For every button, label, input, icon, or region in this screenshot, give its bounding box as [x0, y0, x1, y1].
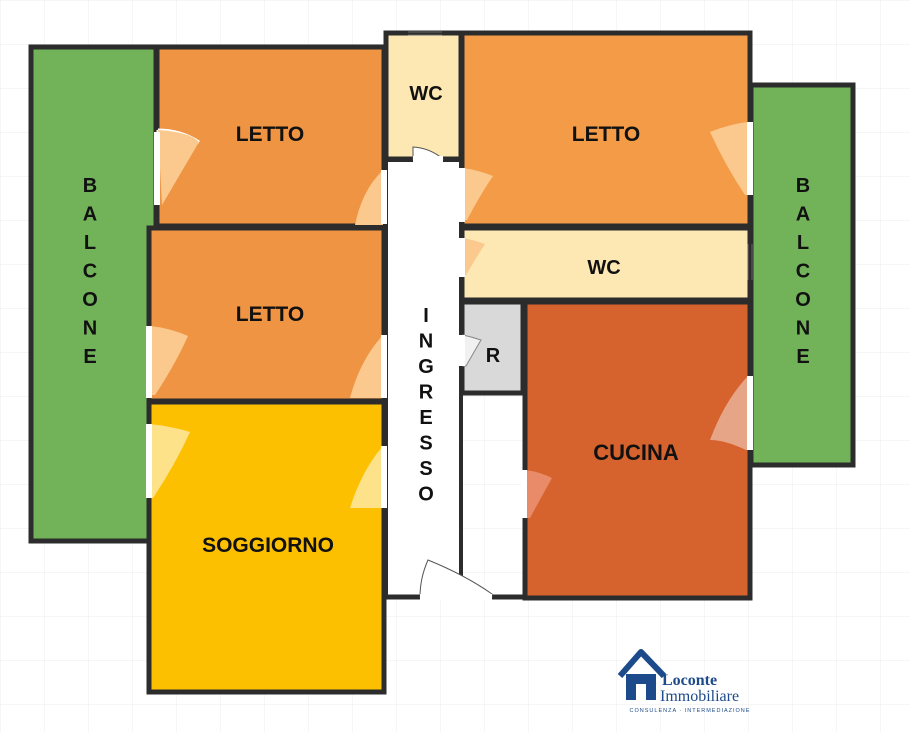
- door-swing: [710, 122, 748, 195]
- logo-tagline: CONSULENZA · INTERMEDIAZIONE: [630, 708, 751, 714]
- label-soggiorno: SOGGIORNO: [202, 534, 334, 557]
- label-wc-top: WC: [409, 83, 442, 105]
- company-logo: Loconte Immobiliare CONSULENZA · INTERME…: [617, 649, 751, 714]
- room-cucina: [522, 299, 753, 601]
- vertical-label-letter: C: [796, 261, 810, 283]
- house-door-icon: [636, 684, 646, 700]
- vertical-label-letter: B: [796, 175, 810, 197]
- logo-name-line1: Loconte: [662, 672, 717, 689]
- door-swing: [463, 168, 493, 220]
- door-swing: [150, 326, 188, 395]
- door-swing: [158, 130, 199, 205]
- room-letto-mid-left: [146, 225, 387, 404]
- door-swing: [355, 170, 383, 225]
- label-letto-top-right: LETTO: [572, 123, 640, 146]
- vertical-label-letter: L: [797, 232, 809, 254]
- entrance-door-swing: [419, 559, 493, 598]
- vertical-label-letter: A: [796, 204, 810, 226]
- vertical-label-letter: I: [423, 305, 429, 327]
- label-wc-mid: WC: [587, 257, 620, 279]
- label-cucina: CUCINA: [593, 440, 679, 465]
- door-swing-soggiorno: [350, 446, 383, 508]
- vertical-label-letter: O: [795, 289, 811, 311]
- vertical-label-letter: N: [796, 318, 810, 340]
- vertical-label-letter: S: [419, 458, 432, 480]
- door-swing-cucina-balcony: [710, 376, 748, 450]
- room-letto-top-left: [154, 44, 387, 229]
- vertical-label-letter: N: [83, 318, 97, 340]
- vertical-label-letter: E: [83, 346, 96, 368]
- door-swings: [150, 122, 748, 398]
- door-openings: [146, 122, 753, 600]
- vertical-label-letter: R: [419, 382, 434, 404]
- room-balcone-left: [28, 44, 159, 544]
- door-swing: [350, 335, 383, 398]
- house-icon: [617, 649, 667, 679]
- vertical-label-letter: A: [83, 204, 97, 226]
- room-ingresso: [384, 158, 463, 599]
- vertical-label-letter: O: [418, 484, 434, 506]
- label-letto-top-left: LETTO: [236, 123, 304, 146]
- door-swing-ripostiglio: [462, 334, 482, 367]
- door-swing-cucina: [526, 470, 552, 518]
- vertical-label-letter: E: [419, 407, 432, 429]
- door-swing: [463, 238, 485, 275]
- vertical-label-letter: B: [83, 175, 97, 197]
- vertical-label-letter: N: [419, 331, 433, 353]
- vertical-label-letter: L: [84, 232, 96, 254]
- room-soggiorno: [146, 399, 387, 695]
- label-letto-mid-left: LETTO: [236, 303, 304, 326]
- vertical-label-letter: C: [83, 261, 97, 283]
- vertical-label-letter: S: [419, 433, 432, 455]
- vertical-label-letter: O: [82, 289, 98, 311]
- windows: [408, 31, 753, 280]
- door-swing-soggiorno: [149, 424, 190, 498]
- vertical-label-letter: E: [796, 346, 809, 368]
- logo-name-line2: Immobiliare: [660, 688, 739, 705]
- room-balcone-right: [748, 82, 856, 468]
- vertical-label-letter: G: [418, 356, 434, 378]
- label-ripostiglio: R: [486, 345, 501, 367]
